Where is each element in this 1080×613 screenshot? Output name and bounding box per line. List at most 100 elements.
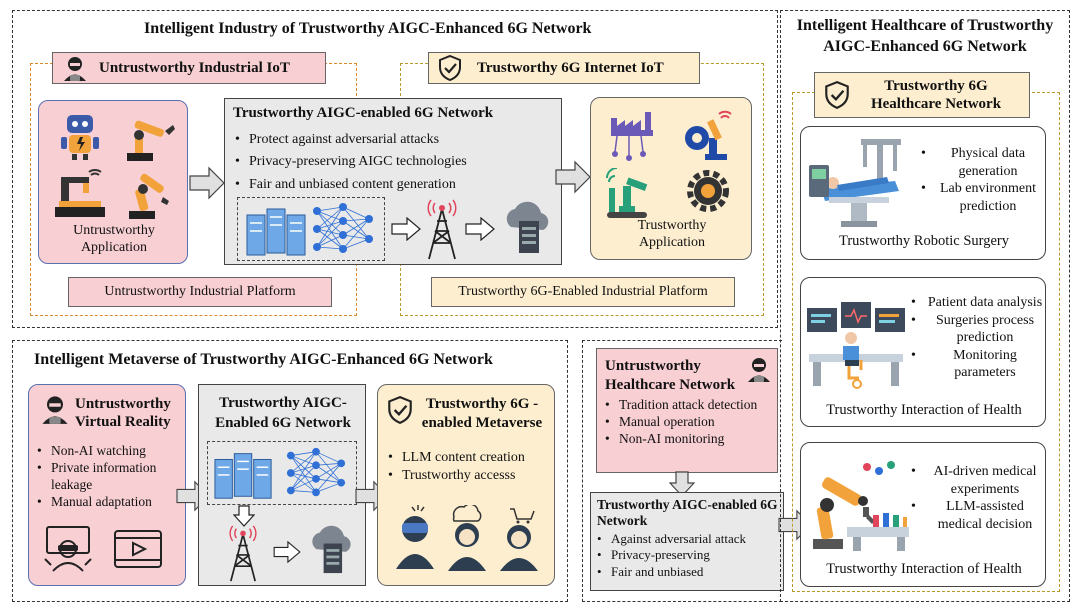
- untrust-app-label: Untrustworthy Application: [73, 223, 155, 255]
- healthnet-network-bullets: Against adversarial attack Privacy-prese…: [595, 531, 783, 580]
- health-card-surgery: Physical data generation Lab environment…: [800, 126, 1046, 260]
- arrow-cluster-to-tower: [391, 217, 421, 241]
- industry-network-bullet: Protect against adversarial attacks: [233, 129, 467, 152]
- surgery-bullets: Physical data generation Lab environment…: [919, 145, 1041, 215]
- healthnet-network-bullet: Against adversarial attack: [595, 531, 783, 548]
- hacker-icon: [39, 393, 71, 425]
- robot-gear-icon: [681, 108, 737, 162]
- industrial-arm-icon: [123, 167, 175, 221]
- trust-metaverse-bullet: Trustworthy accesss: [386, 467, 552, 485]
- untrust-iot-header-label: Untrustworthy Industrial IoT: [99, 59, 290, 76]
- trust-metaverse-title: Trustworthy 6G -enabled Metaverse: [421, 396, 543, 431]
- robot-icon: [59, 111, 101, 161]
- health-card-lab: AI-driven medical experiments LLM-assist…: [800, 442, 1046, 587]
- trust-metaverse-card: Trustworthy 6G -enabled Metaverse LLM co…: [377, 384, 555, 586]
- trust-metaverse-bullets: LLM content creation Trustworthy accesss: [386, 449, 552, 484]
- hacker-icon: [61, 54, 89, 82]
- untrust-healthnet-bullet: Tradition attack detection: [603, 397, 773, 414]
- industry-network-bullet: Privacy-preserving AIGC technologies: [233, 151, 467, 174]
- industry-network-title: Trustworthy AIGC-enabled 6G Network: [233, 105, 494, 121]
- industry-network-box: Trustworthy AIGC-enabled 6G Network Prot…: [224, 98, 562, 265]
- lab-bullet: AI-driven medical experiments: [909, 463, 1045, 498]
- industry-section: [12, 10, 778, 328]
- smart-factory-icon: [605, 108, 665, 164]
- trust-platform-label: Trustworthy 6G-Enabled Industrial Platfo…: [458, 284, 708, 299]
- healthcare-header: Trustworthy 6G Healthcare Network: [814, 72, 1030, 118]
- healthcare-header-label: Trustworthy 6G Healthcare Network: [870, 78, 1002, 112]
- compute-cluster-frame: [237, 197, 385, 261]
- health-card-monitoring: Patient data analysis Surgeries process …: [800, 277, 1046, 427]
- untrust-vr-title: Untrustworthy Virtual Reality: [75, 396, 171, 430]
- untrust-vr-card: Untrustworthy Virtual Reality Non-AI wat…: [28, 384, 186, 586]
- hacker-icon: [745, 355, 773, 383]
- doctor-monitor-icon: [805, 298, 907, 390]
- arrow-down-healthnet: [669, 471, 695, 497]
- monitoring-caption: Trustworthy Interaction of Health: [826, 402, 1022, 418]
- automated-arm-icon: [605, 168, 669, 220]
- industry-network-bullets: Protect against adversarial attacks Priv…: [233, 129, 467, 197]
- untrust-vr-bullet: Private information leakage: [35, 460, 183, 494]
- healthnet-network-box: Trustworthy AIGC-enabled 6G Network Agai…: [590, 492, 784, 591]
- monitoring-bullet: Surgeries process prediction: [909, 312, 1045, 347]
- trust-iot-header-label: Trustworthy 6G Internet IoT: [477, 59, 664, 76]
- gear-icon: [683, 166, 733, 216]
- untrust-healthnet-bullets: Tradition attack detection Manual operat…: [603, 397, 773, 448]
- monitoring-bullet: Patient data analysis: [909, 294, 1045, 312]
- untrust-vr-bullets: Non-AI watching Private information leak…: [35, 443, 183, 511]
- metaverse-title: Intelligent Metaverse of Trustworthy AIG…: [34, 351, 493, 368]
- vr-headset-user-icon: [392, 505, 438, 573]
- shield-check-icon: [437, 54, 463, 82]
- surgical-robot-icon: [807, 135, 913, 229]
- cell-tower-icon: [425, 199, 459, 261]
- surgery-caption: Trustworthy Robotic Surgery: [839, 233, 1009, 249]
- arrow-tower-to-cloud: [273, 541, 301, 563]
- trust-metaverse-bullet: LLM content creation: [386, 449, 552, 467]
- cell-tower-icon: [227, 525, 259, 583]
- healthnet-network-bullet: Privacy-preserving: [595, 547, 783, 564]
- metaverse-network-title: Trustworthy AIGC-Enabled 6G Network: [215, 395, 351, 432]
- cloud-server-icon: [501, 201, 553, 255]
- untrust-platform-box: Untrustworthy Industrial Platform: [68, 277, 332, 307]
- lab-bullets: AI-driven medical experiments LLM-assist…: [909, 463, 1045, 533]
- untrust-healthnet-bullet: Manual operation: [603, 414, 773, 431]
- neural-network-icon: [311, 201, 375, 257]
- lab-caption: Trustworthy Interaction of Health: [826, 561, 1022, 577]
- server-stack-icon: [245, 203, 309, 257]
- industry-title: Intelligent Industry of Trustworthy AIGC…: [144, 20, 592, 37]
- server-stack-icon: [213, 447, 275, 501]
- trust-platform-box: Trustworthy 6G-Enabled Industrial Platfo…: [431, 277, 735, 307]
- healthcare-section: [780, 10, 1070, 602]
- metaverse-cluster-frame: [207, 441, 357, 505]
- arrow-down-to-tower: [233, 505, 255, 527]
- healthnet-network-bullet: Fair and unbiased: [595, 564, 783, 581]
- robot-arm-icon: [121, 111, 177, 163]
- untrust-vr-bullet: Manual adaptation: [35, 494, 183, 511]
- shopping-user-icon: [496, 505, 542, 573]
- monitoring-bullet: Monitoring parameters: [909, 347, 1045, 382]
- arrow-untrust-to-network: [189, 166, 225, 200]
- trust-app-card: Trustworthy Application: [590, 97, 752, 260]
- arrow-tower-to-cloud: [465, 217, 495, 241]
- vr-user-icon: [43, 525, 93, 573]
- metaverse-section: [12, 340, 568, 602]
- healthcare-title: Intelligent Healthcare of Trustworthy AI…: [796, 17, 1054, 55]
- untrust-vr-bullet: Non-AI watching: [35, 443, 183, 460]
- trust-iot-header: Trustworthy 6G Internet IoT: [428, 52, 700, 84]
- neural-network-icon: [285, 445, 347, 501]
- metaverse-network-box: Trustworthy AIGC-Enabled 6G Network: [198, 384, 366, 586]
- untrust-healthnet-card: Untrustworthy Healthcare Network Traditi…: [596, 348, 778, 473]
- thinking-user-icon: [444, 505, 490, 573]
- healthnet-network-title: Trustworthy AIGC-enabled 6G Network: [597, 497, 778, 529]
- monitoring-bullets: Patient data analysis Surgeries process …: [909, 294, 1045, 382]
- trust-app-label: Trustworthy Application: [637, 218, 707, 250]
- lab-robot-icon: [807, 457, 911, 553]
- untrust-healthnet-bullet: Non-AI monitoring: [603, 431, 773, 448]
- surgery-bullet: Physical data generation: [919, 145, 1041, 180]
- surgery-bullet: Lab environment prediction: [919, 180, 1041, 215]
- shield-check-icon: [386, 395, 414, 425]
- lab-bullet: LLM-assisted medical decision: [909, 498, 1045, 533]
- untrust-app-card: Untrustworthy Application: [38, 100, 188, 264]
- industry-network-bullet: Fair and unbiased content generation: [233, 174, 467, 197]
- healthnet-section: [582, 340, 782, 602]
- shield-check-icon: [823, 80, 851, 110]
